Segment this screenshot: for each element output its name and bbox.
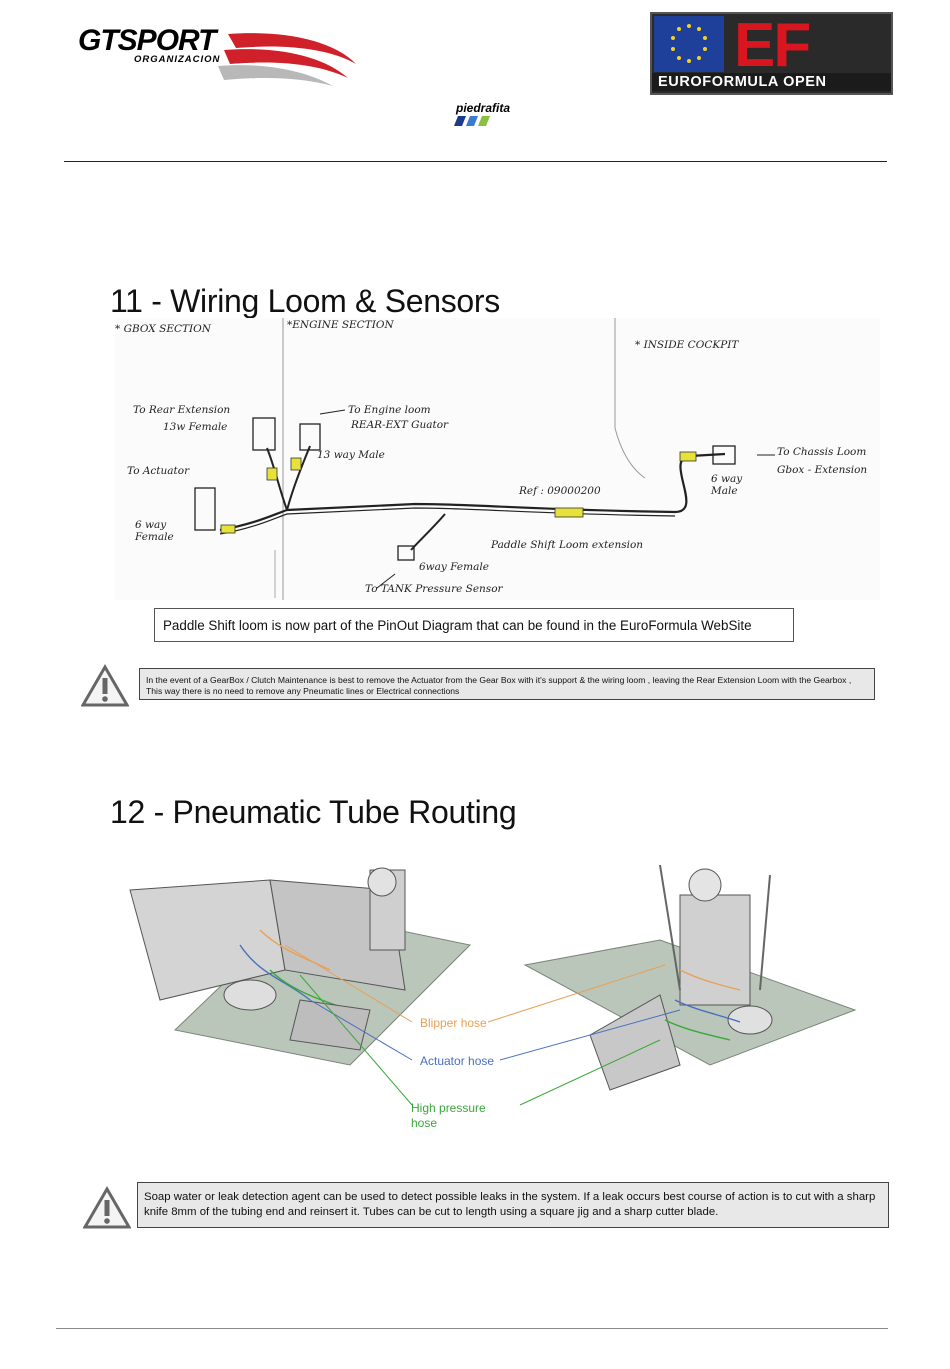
callout-actuator-hose: Actuator hose [420,1054,494,1068]
gearbox-maintenance-warning: In the event of a GearBox / Clutch Maint… [139,668,875,700]
heatshrink-1 [266,467,278,481]
label-6way-male: 6 way [711,473,743,485]
label-to-tank-sensor: To TANK Pressure Sensor [365,583,504,595]
label-to-rear-extension: To Rear Extension [133,404,230,416]
label-to-actuator: To Actuator [127,465,190,477]
callout-leaders [284,944,681,1106]
branch-engine-loom [286,445,311,511]
connector-6way-male [712,445,736,465]
gtsport-subtitle: ORGANIZACION [134,54,221,65]
label-gbox-section: * GBOX SECTION [115,323,212,335]
label-rear-ext-guator: REAR-EXT Guator [350,419,449,431]
connector-13way-male [299,423,321,451]
ef-letters: EF [734,14,809,74]
heatshrink-2 [290,457,302,471]
ef-caption: EUROFORMULA OPEN [652,73,891,91]
warning-icon [82,1186,132,1230]
gtsport-swoosh [218,33,356,86]
label-female-left: Female [134,531,174,543]
main-loom-wire-outline [219,507,676,535]
actuator-connector [194,487,216,531]
euroformula-logo: EF EUROFORMULA OPEN [650,12,893,95]
label-engine-section: *ENGINE SECTION [287,319,394,331]
footer-divider [56,1328,888,1329]
branch-tank-sensor [410,513,446,551]
label-to-chassis-loom: To Chassis Loom [777,446,866,458]
main-loom-wire [219,452,726,532]
engine-render-right [523,864,857,1091]
label-13w-female: 13w Female [163,421,227,433]
arrow-tank-sensor [376,573,396,589]
piedrafita-stripes [454,116,490,126]
heatshrink-chassis [679,451,697,462]
piedrafita-brand: piedrafita [455,101,510,115]
label-13way-male: 13 way Male [317,449,385,461]
heatshrink-actuator [220,524,236,534]
callout-high-pressure-line2: hose [411,1116,437,1130]
section-divider-cockpit [614,318,646,479]
callout-blipper-hose: Blipper hose [420,1016,487,1030]
label-gbox-extension: Gbox - Extension [777,464,867,476]
eu-stars [671,24,707,63]
label-ref: Ref : 09000200 [518,485,601,497]
label-paddle-shift-extension: Paddle Shift Loom extension [490,539,643,551]
label-inside-cockpit: * INSIDE COCKPIT [635,339,739,351]
label-to-engine-loom: To Engine loom [348,404,431,416]
engine-render-left [129,867,472,1066]
label-6way-left: 6 way [135,519,167,531]
section-12-title: 12 - Pneumatic Tube Routing [110,794,517,830]
wiring-loom-sketch: * GBOX SECTION *ENGINE SECTION * INSIDE … [115,318,880,600]
connector-6way-female-tank [397,545,415,561]
pneumatic-routing-figure: Blipper hose Actuator hose High pressure… [120,850,860,1150]
heatshrink-middle [554,507,584,518]
gtsport-brand: GTSPORT [78,24,219,57]
leak-detection-warning: Soap water or leak detection agent can b… [137,1182,889,1228]
gtsport-logo: GTSPORT ORGANIZACION [78,22,363,88]
warning-icon [80,664,130,708]
section-11-title: 11 - Wiring Loom & Sensors [110,283,500,319]
label-male: Male [710,485,738,497]
paddle-shift-note: Paddle Shift loom is now part of the Pin… [154,608,794,642]
arrow-engine-loom [319,409,346,415]
connector-13w-female [252,417,276,451]
label-6way-female-bottom: 6way Female [419,561,489,573]
piedrafita-logo: piedrafita [452,100,547,130]
callout-high-pressure-line1: High pressure [411,1101,486,1115]
header-divider [64,161,887,162]
